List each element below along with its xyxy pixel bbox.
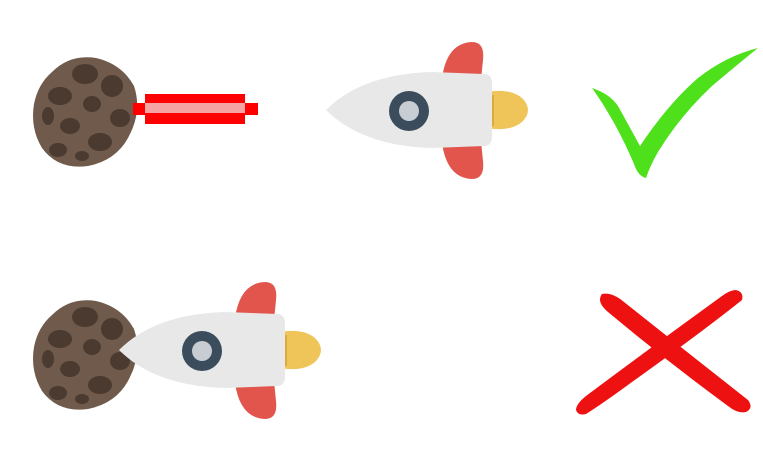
checkmark-icon — [592, 48, 758, 178]
asteroid-icon — [33, 300, 138, 410]
rocket-icon — [119, 282, 321, 419]
scene-incorrect — [0, 220, 763, 455]
cross-mark-icon — [576, 290, 751, 415]
laser-beam-icon — [133, 94, 258, 124]
scene-correct — [0, 0, 763, 220]
asteroid-icon — [33, 57, 138, 167]
rocket-icon — [326, 42, 528, 179]
